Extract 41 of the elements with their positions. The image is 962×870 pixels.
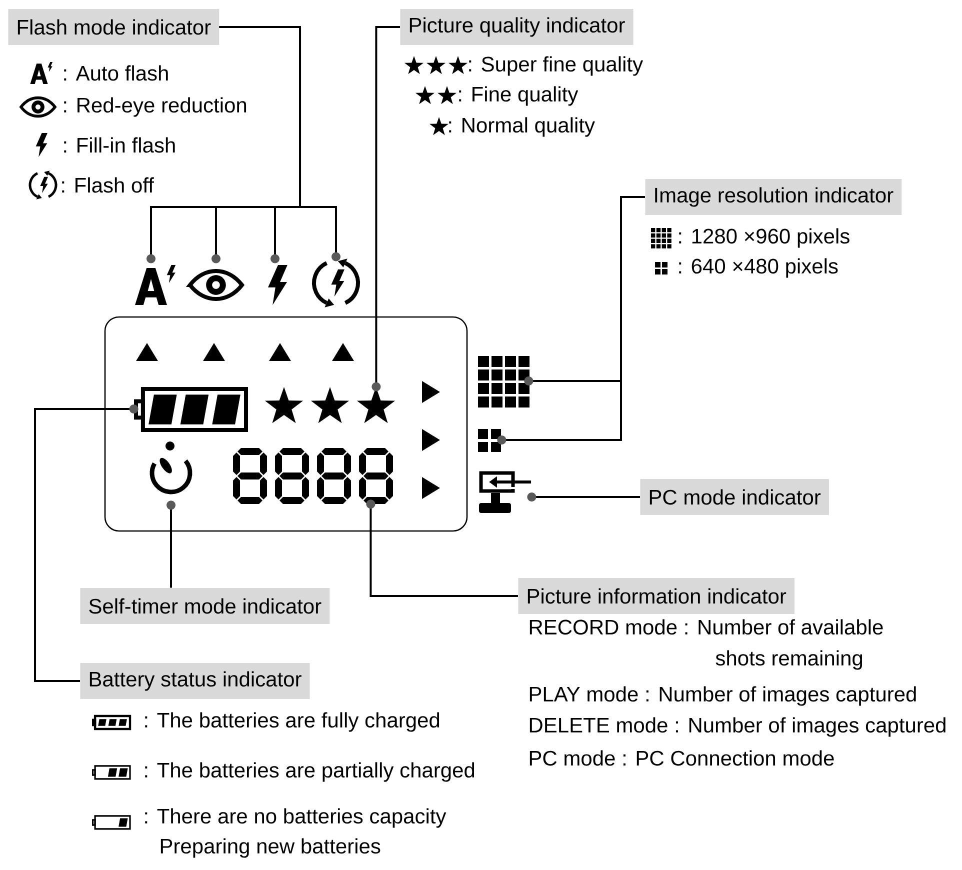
description-text: : Red-eye reduction xyxy=(64,97,246,117)
callout-label: PC mode indicator xyxy=(640,479,829,515)
battery-icon xyxy=(134,386,248,432)
description-text: : Super fine quality xyxy=(469,56,644,76)
description-text: : 1280 ×960 pixels xyxy=(679,228,850,248)
description-text: PC mode : PC Connection mode xyxy=(530,750,834,766)
grid-icon xyxy=(478,356,530,408)
callout-label: Image resolution indicator xyxy=(645,179,902,215)
leader-line xyxy=(219,26,340,262)
star-icon xyxy=(264,386,396,424)
description-text: : The batteries are fully charged xyxy=(145,712,440,732)
description-text: : Normal quality xyxy=(449,117,595,137)
leader-line xyxy=(372,26,400,392)
description-text: : There are no batteries capacity Preparing new batteries xyxy=(145,808,446,858)
computer-icon xyxy=(479,471,531,513)
leader-line xyxy=(497,196,645,444)
flash-off-icon xyxy=(312,258,360,308)
callout-label: Picture information indicator xyxy=(518,578,794,614)
lightning-icon xyxy=(268,265,288,305)
callout-label: Battery status indicator xyxy=(80,662,310,699)
leader-line xyxy=(166,500,176,588)
description-text: PLAY mode : Number of images captured xyxy=(530,686,916,706)
callout-label: Self-timer mode indicator xyxy=(80,588,330,624)
leader-line xyxy=(527,492,640,502)
leader-line xyxy=(34,404,138,682)
timer-icon xyxy=(150,441,192,494)
description-text: : Auto flash xyxy=(64,65,168,81)
description-text: DELETE mode : Number of images captured xyxy=(530,717,946,737)
digit-display xyxy=(233,448,393,504)
description-text: : Flash off xyxy=(62,177,154,193)
description-text: : Fine quality xyxy=(459,86,578,106)
leader-line xyxy=(366,500,518,597)
auto-flash-icon xyxy=(135,265,176,305)
grid-icon xyxy=(478,428,501,452)
description-text: : The batteries are partially charged xyxy=(145,762,474,782)
description-text: RECORD mode : Number of available shots remaining xyxy=(530,619,883,670)
description-text: : 640 ×480 pixels xyxy=(679,258,838,278)
eye-icon xyxy=(188,268,244,302)
description-text: : Fill-in flash xyxy=(64,137,175,153)
callout-label: Picture quality indicator xyxy=(400,9,634,45)
callout-label: Flash mode indicator xyxy=(8,9,220,45)
